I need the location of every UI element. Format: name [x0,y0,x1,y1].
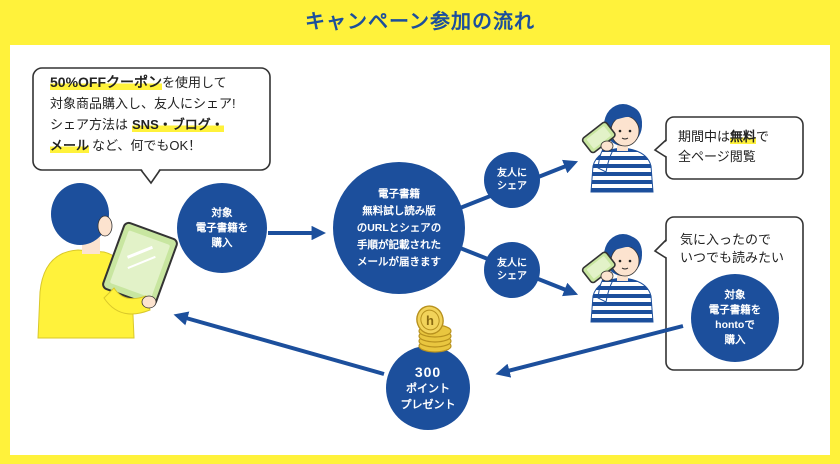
step-purchase-line-3: 購入 [211,236,233,249]
friend-top-line-1-pre: 期間中は [678,129,731,144]
share-method-highlight: SNS・ブログ・ [132,117,224,132]
friend-with-phone-icon-bottom [580,233,654,323]
honto-line-2: 電子書籍を [708,304,762,316]
honto-line-1: 対象 [724,289,746,301]
coin-logo-letter: h [426,313,434,328]
person-with-tablet-icon [37,183,178,339]
friend-bubble-top-text: 期間中は無料で 全ページ閲覧 [678,127,769,167]
page-title: キャンペーン参加の流れ [305,11,535,33]
friend-bottom-line-2: いつでも読みたい [680,250,785,265]
share-top-line-2: シェア [497,181,527,192]
honto-line-4: 購入 [724,334,746,346]
coin-stack-icon: h [416,305,452,353]
honto-purchase-circle: 対象 電子書籍を hontoで 購入 [691,274,779,362]
friend-top-line-1-rest: で [756,129,770,144]
share-circle-top: 友人に シェア [484,152,540,208]
share-top-line-1: 友人に [497,168,527,179]
step-purchase-line-2: 電子書籍を [195,221,249,234]
reward-points: 300 [414,364,442,380]
honto-line-3: hontoで [715,319,755,331]
coupon-highlight: 50%OFFクーポン [50,74,163,90]
friend-with-phone-icon-top [580,103,654,193]
mail-highlight: メール [50,138,90,153]
friend-top-line-2: 全ページ閲覧 [678,149,756,164]
share-bottom-line-2: シェア [497,271,527,282]
intro-line-4: メールなど、何でもOK！ [50,135,236,156]
intro-bubble-tail-outline [140,169,161,185]
friend-bubble-top-tail [655,140,668,157]
step-email-line-3: のURLとシェアの [356,221,442,234]
step-purchase-line-1: 対象 [211,206,233,219]
free-highlight: 無料 [730,129,757,144]
intro-line-4-rest: など、何でもOK！ [92,138,202,153]
friend-bottom-line-1: 気に入ったので [680,232,772,247]
step-email-line-2: 無料試し読み版 [362,204,436,217]
step-email-line-5: メールが届きます [357,255,441,268]
arrow-reward-to-user [173,311,385,376]
friend-bubble-top-tail-outline [653,139,667,158]
step-email-circle: 電子書籍 無料試し読み版 のURLとシェアの 手順が記載された メールが届きます [333,162,465,294]
intro-bubble-tail [141,168,160,183]
friend-bubble-bottom-tail [655,240,668,258]
intro-line-2: 対象商品購入し、友人にシェア! [50,96,236,111]
friend-bubble-bottom-tail-outline [653,239,667,259]
share-bottom-line-1: 友人に [497,258,527,269]
arrow-honto-to-reward [495,324,684,378]
reward-line-2: ポイント [406,383,450,395]
friend-top-line-1: 期間中は無料で [678,127,769,147]
friend-bubble-bottom-text: 気に入ったので いつでも読みたい [680,231,784,267]
share-circle-bottom: 友人に シェア [484,242,540,298]
intro-line-1: 50%OFFクーポンを使用して [50,72,236,93]
step-email-line-4: 手順が記載された [357,238,441,251]
step-email-line-1: 電子書籍 [378,187,420,200]
reward-circle: 300 ポイント プレゼント [386,346,470,430]
reward-line-3: プレゼント [400,399,456,411]
intro-line-3-pre: シェア方法は [50,117,129,132]
step-purchase-circle: 対象 電子書籍を 購入 [177,183,267,273]
intro-line-1-rest: を使用して [162,75,227,90]
